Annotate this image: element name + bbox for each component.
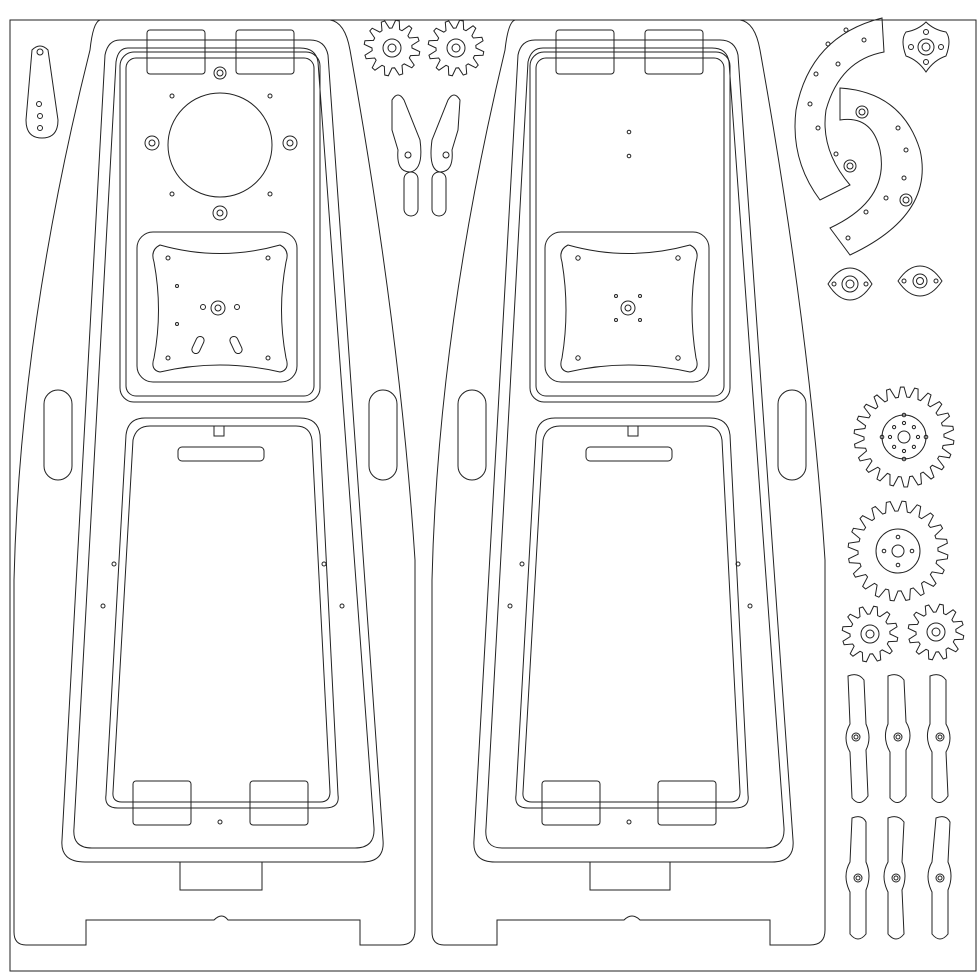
gear-hole — [902, 421, 905, 424]
gear-hole — [880, 435, 884, 439]
motor-hole-left — [168, 93, 272, 197]
gear-hole — [924, 435, 928, 439]
inner-frame-left — [62, 40, 383, 862]
gear-hole — [893, 426, 896, 429]
clip-bottom-right-a — [542, 781, 600, 825]
gear-outline — [848, 501, 948, 601]
gear-small-top-1 — [364, 20, 420, 76]
gear-hole — [893, 445, 896, 448]
gear-hole — [898, 431, 910, 443]
gear-hole — [927, 623, 945, 641]
gear-small-2 — [908, 604, 964, 660]
gear-hole — [892, 545, 904, 557]
flange-diamond — [903, 22, 949, 72]
side-slot-right-a — [458, 390, 486, 480]
side-slot-left-a — [44, 390, 72, 480]
leg-link-top-b — [431, 95, 460, 172]
gear-hole — [896, 535, 900, 539]
gear-hole — [912, 445, 915, 448]
leg-links-group-b — [846, 817, 951, 939]
inner-frame-left-2 — [74, 48, 374, 848]
gear-hole — [383, 39, 401, 57]
gear-medium — [848, 501, 948, 601]
gear-hole — [452, 44, 460, 52]
leg-links-group-a — [846, 675, 950, 803]
gear-hole — [388, 44, 396, 52]
clip-top-left-b — [236, 30, 294, 74]
gear-hole — [896, 563, 900, 567]
arc-piece-lower — [830, 88, 922, 255]
side-slot-right-b — [778, 390, 806, 480]
chassis-plate-right — [432, 20, 825, 945]
gear-outline — [854, 387, 954, 487]
gear-hole — [888, 435, 891, 438]
link-arm-small — [26, 46, 58, 138]
servo-bay-right — [545, 232, 709, 382]
oval-flange-2 — [898, 266, 942, 296]
gear-hole — [916, 435, 919, 438]
battery-bay-right — [516, 418, 748, 808]
clip-bottom-right-b — [658, 781, 716, 825]
gear-outline — [428, 20, 484, 76]
chassis-outline-left — [14, 20, 415, 945]
hole — [214, 67, 226, 79]
servo-bay-left — [137, 232, 297, 382]
gear-hole — [902, 413, 906, 417]
inner-frame-right — [474, 40, 793, 862]
clip-top-left-a — [147, 30, 205, 74]
chassis-plate-left — [14, 20, 415, 945]
gear-hole — [910, 549, 914, 553]
arc-piece-upper — [795, 18, 884, 200]
gear-hole — [882, 415, 926, 459]
hole — [145, 136, 159, 150]
top-bay-left-inner — [126, 58, 314, 396]
gear-hole — [882, 549, 886, 553]
gear-hole — [447, 39, 465, 57]
gear-hole — [932, 628, 940, 636]
gear-small-top-2 — [428, 20, 484, 76]
side-slot-left-b — [369, 390, 397, 480]
leg-link-top-a — [392, 95, 421, 172]
sheet-border — [10, 20, 976, 971]
gear-hole — [912, 426, 915, 429]
slot-right — [586, 447, 672, 461]
gear-outline — [364, 20, 420, 76]
slot-left — [178, 447, 264, 461]
clip-bottom-left-a — [133, 781, 191, 825]
top-bay-right — [530, 52, 730, 402]
battery-bay-left — [106, 418, 338, 808]
clip-top-right-a — [556, 30, 614, 74]
gear-outline — [908, 604, 964, 660]
gear-hole — [902, 449, 905, 452]
gear-small-1 — [842, 606, 898, 662]
oval-flange-1 — [828, 268, 872, 300]
clip-bottom-left-b — [250, 781, 308, 825]
gear-outline — [842, 606, 898, 662]
gear-hole — [902, 457, 906, 461]
gear-hole — [866, 630, 874, 638]
hole — [283, 136, 297, 150]
chassis-outline-right — [432, 20, 825, 945]
gear-hole — [861, 625, 879, 643]
gear-large — [854, 387, 954, 487]
servo-horn-left — [153, 245, 287, 372]
top-bay-left — [120, 52, 320, 402]
clip-top-right-b — [645, 30, 703, 74]
gear-hole — [876, 529, 920, 573]
hole — [213, 206, 227, 220]
